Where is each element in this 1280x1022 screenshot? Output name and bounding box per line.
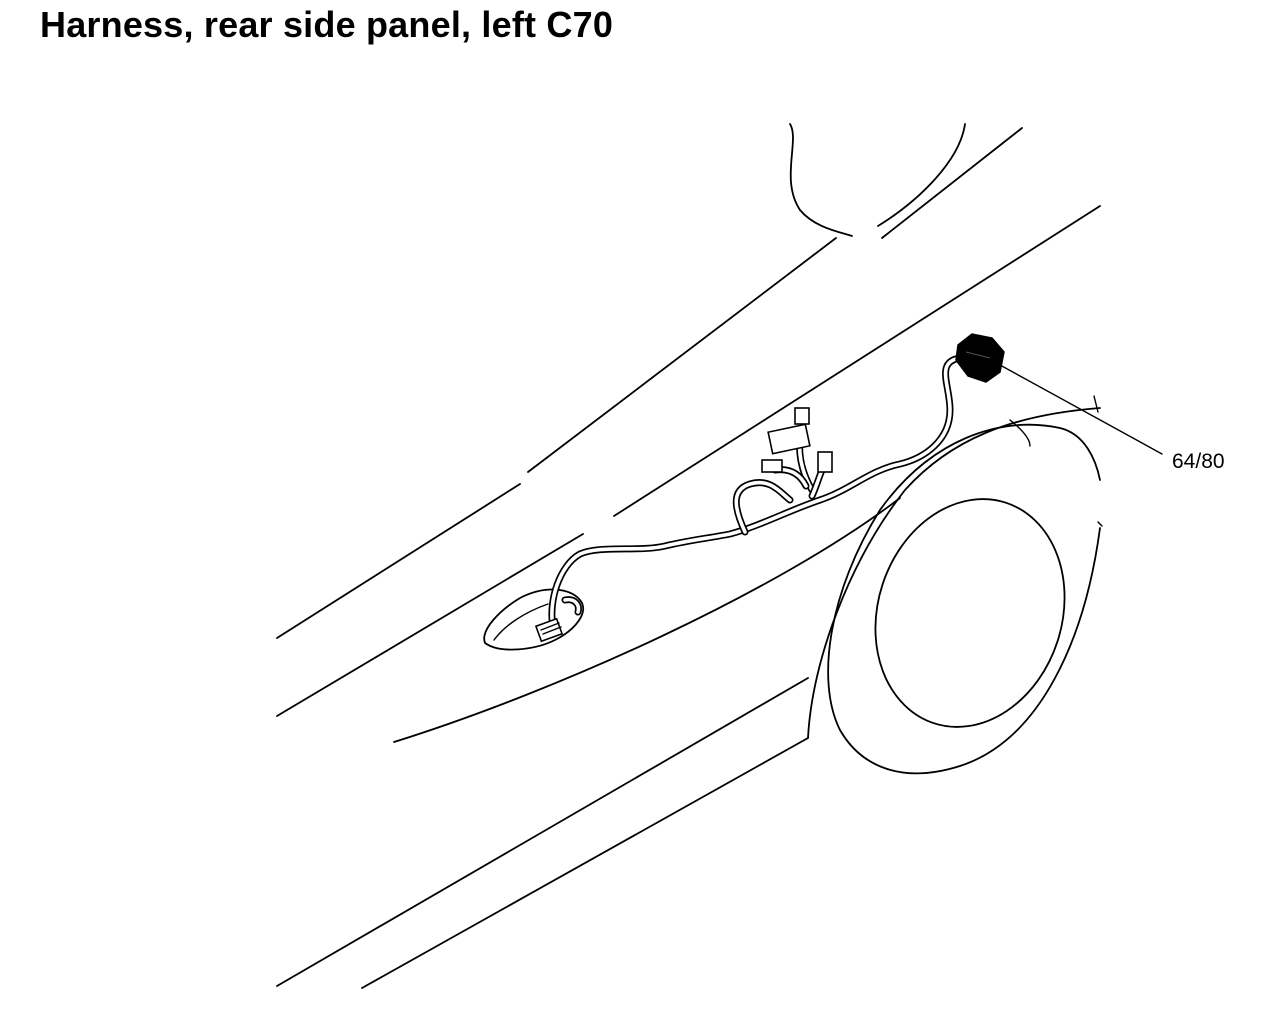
window-edge-line bbox=[877, 123, 966, 227]
callout-64-80: 64/80 bbox=[999, 364, 1225, 473]
roof-pillar-line bbox=[789, 123, 853, 237]
door-handle-outline bbox=[483, 588, 585, 651]
rim-outer bbox=[874, 498, 1066, 728]
wheel-arch-mark bbox=[1093, 395, 1099, 413]
page-title: Harness, rear side panel, left C70 bbox=[40, 4, 614, 45]
door-handle-recess bbox=[493, 603, 549, 641]
tire-outer bbox=[827, 423, 1101, 775]
sill-line-lower bbox=[361, 737, 809, 989]
tire-tread-edge bbox=[1009, 419, 1031, 447]
tire-mark bbox=[1097, 521, 1103, 527]
shoulder-line-lower bbox=[276, 533, 584, 717]
connectors bbox=[534, 333, 1005, 643]
rear-wheel bbox=[827, 395, 1103, 775]
wiring-harness bbox=[548, 354, 964, 632]
sill-line-upper bbox=[276, 677, 809, 987]
belt-line-lower bbox=[276, 483, 521, 639]
junction-connector bbox=[761, 407, 833, 473]
callout-label: 64/80 bbox=[1172, 450, 1225, 473]
shoulder-line-upper bbox=[613, 205, 1101, 517]
waist-line bbox=[393, 497, 901, 743]
body-outline bbox=[276, 123, 1101, 989]
door-handle bbox=[483, 588, 585, 651]
belt-line-upper bbox=[527, 237, 837, 473]
wheel-arch-lip bbox=[807, 407, 1101, 739]
callout-leader-line bbox=[999, 364, 1163, 455]
grommet-connector bbox=[955, 333, 1005, 383]
rear-deck-line bbox=[881, 127, 1023, 239]
door-handle-connector bbox=[534, 617, 564, 643]
